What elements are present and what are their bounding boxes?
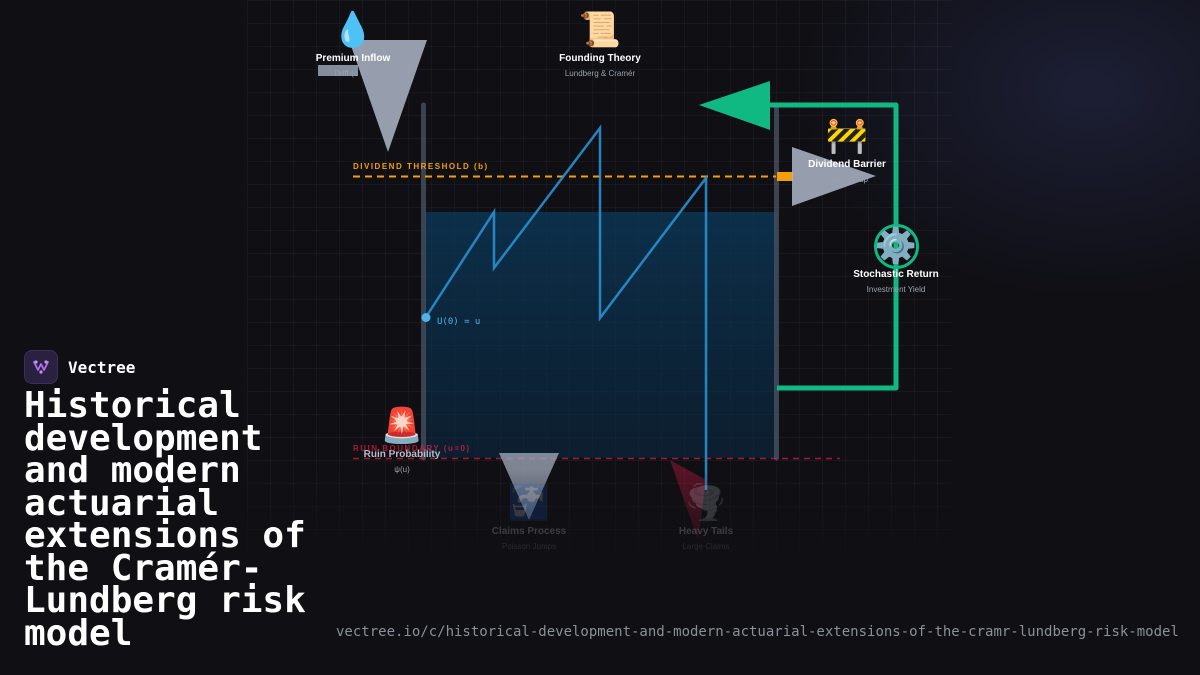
dividend-outlet [777, 172, 793, 181]
siren-icon: 🚨 [380, 407, 424, 445]
node-subtitle: Drift (c × t) [334, 69, 372, 78]
node-subtitle: Lundberg & Cramér [564, 69, 636, 78]
node-dividend-barrier: 🚧 Dividend Barrier Capital Cap [767, 117, 927, 184]
gear-icon: ⚙️ [874, 227, 918, 265]
node-ruin-probability: 🚨 Ruin Probability ψ(u) [322, 407, 482, 474]
page-url[interactable]: vectree.io/c/historical-development-and-… [336, 624, 1179, 640]
node-title: Stochastic Return [853, 269, 939, 280]
ruin-boundary-label: RUIN BOUNDARY (u=0) [353, 444, 471, 453]
droplet-icon: 💧 [331, 11, 375, 49]
node-premium-inflow: 💧 Premium Inflow Drift (c × t) [273, 11, 433, 78]
node-founding-theory: 📜 Founding Theory Lundberg & Cramér [520, 11, 680, 78]
brand-name: Vectree [68, 357, 136, 377]
node-title: Founding Theory [559, 53, 641, 64]
node-heavy-tails: 🌪️ Heavy Tails Large Claims [626, 484, 786, 551]
bottom-fade [0, 470, 1200, 675]
node-subtitle: ψ(u) [394, 465, 410, 474]
node-title: Heavy Tails [678, 526, 734, 537]
node-subtitle: Investment Yield [866, 285, 926, 294]
premium-inflow-funnel [349, 40, 427, 152]
node-subtitle: Large Claims [682, 542, 730, 551]
dividend-threshold-label: DIVIDEND THRESHOLD (b) [353, 162, 489, 171]
node-subtitle: Capital Cap [826, 175, 868, 184]
node-stochastic-return: ⚙️ Stochastic Return Investment Yield [816, 227, 976, 294]
tornado-icon: 🌪️ [684, 484, 728, 522]
vectree-logo-icon [24, 350, 58, 384]
initial-capital-label: U(0) = u [437, 317, 481, 327]
dividend-barrier-arrow [792, 147, 876, 206]
node-title: Ruin Probability [363, 449, 441, 460]
investment-return-loop [760, 102, 899, 391]
node-title: Claims Process [491, 526, 567, 537]
node-title: Premium Inflow [315, 53, 391, 64]
return-arrowhead [699, 81, 770, 130]
scroll-icon: 📜 [578, 11, 622, 49]
page-title: Historical development and modern actuar… [24, 385, 306, 654]
brand[interactable]: Vectree [24, 350, 135, 384]
surplus-path [424, 124, 708, 490]
barrier-icon: 🚧 [825, 117, 869, 155]
premium-inflow-pipe [318, 65, 358, 76]
faucet-icon: 🚰 [507, 484, 551, 522]
initial-capital-point [421, 313, 431, 322]
node-subtitle: Poisson Jumps [501, 542, 557, 551]
stochastic-return-ring [874, 224, 919, 269]
logo-glyph [33, 360, 49, 374]
node-claims-process: 🚰 Claims Process Poisson Jumps [449, 484, 609, 551]
node-title: Dividend Barrier [808, 159, 886, 170]
